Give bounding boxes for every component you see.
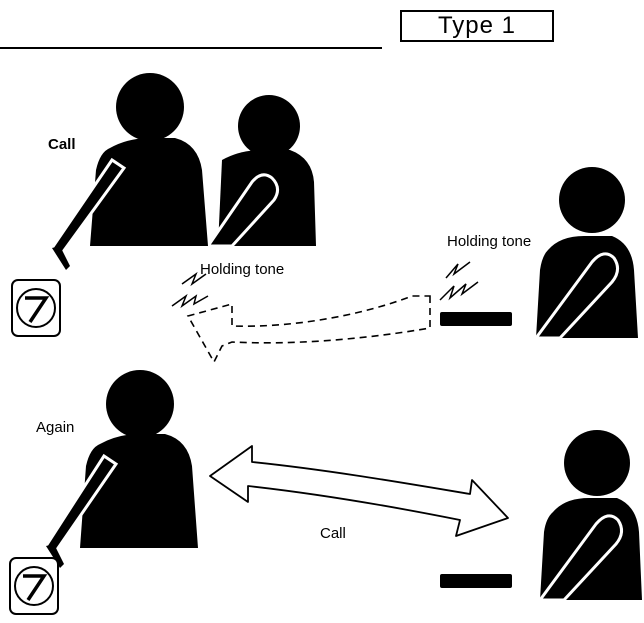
scene2-caller-label: Again — [36, 419, 75, 436]
header-rule — [0, 47, 382, 49]
scene2-receiver-handset — [440, 574, 512, 588]
scene1-right-sound-waves — [439, 261, 479, 301]
scene1-caller-label: Call — [48, 136, 76, 153]
scene2-keypad-icon — [9, 557, 59, 615]
scene1-left-sound-waves — [171, 271, 209, 309]
scene2-caller-figure — [44, 370, 198, 568]
scene1-holding-tone-arrow — [186, 295, 431, 364]
scene1-keypad-icon — [11, 279, 61, 337]
scene2-receiver-figure — [537, 430, 642, 602]
scene1-companion-figure — [205, 95, 316, 248]
scene1-receiver-figure — [533, 167, 638, 340]
scene1-left-tone-label: Holding tone — [200, 261, 285, 278]
scene1-caller-figure — [50, 73, 208, 270]
scene2-link-label: Call — [320, 525, 346, 542]
type-badge-label: Type 1 — [437, 12, 517, 39]
scene2-call-double-arrow — [209, 445, 509, 537]
type-badge: Type 1 — [400, 10, 554, 42]
scene1-right-tone-label: Holding tone — [447, 233, 532, 250]
scene1-receiver-handset — [440, 312, 512, 326]
